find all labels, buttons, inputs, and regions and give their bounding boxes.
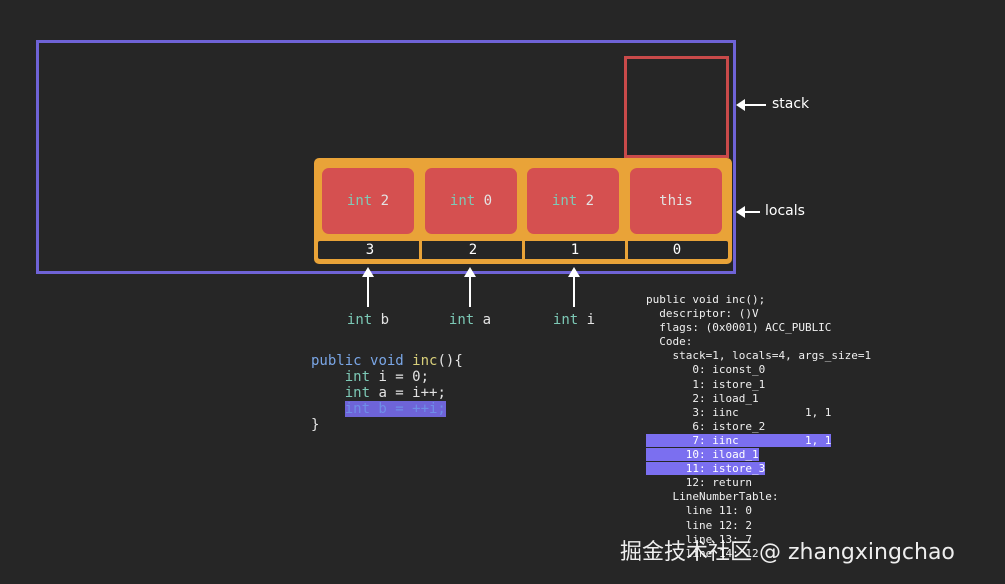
code-line: } [311, 417, 320, 433]
bytecode-line: 0: iconst_0 [646, 363, 766, 377]
slot-type: int [551, 193, 578, 209]
stack-frame [36, 40, 736, 274]
slot-index: 2 [468, 242, 478, 258]
divider [419, 241, 422, 259]
code-line: int a = i++; [344, 385, 446, 401]
local-slot-1: int 2 [527, 168, 619, 234]
code-line: int i = 0; [344, 369, 430, 385]
var-b-arrow [362, 267, 374, 307]
bytecode-line-highlighted: 10: iload_1 [646, 448, 759, 462]
bytecode-line: LineNumberTable: [646, 490, 779, 504]
slot-value: this [659, 193, 693, 209]
stack-arrow [736, 99, 766, 111]
bytecode-line: descriptor: ()V [646, 307, 759, 321]
slot-index: 3 [365, 242, 375, 258]
code-line-highlighted: int b = ++i; [344, 401, 446, 417]
divider [625, 241, 628, 259]
bytecode-line: line 14: 12 [646, 546, 759, 560]
code-line: public void inc(){ [311, 353, 463, 369]
bytecode-line-highlighted: 7: iinc 1, 1 [646, 433, 832, 447]
var-a-arrow [464, 267, 476, 307]
var-i-arrow [568, 267, 580, 307]
var-i-label: int i [552, 312, 596, 328]
operand-stack [624, 56, 729, 158]
bytecode-line: 12: return [646, 476, 752, 490]
watermark: 掘金技术社区 @ zhangxingchao [620, 540, 955, 565]
bytecode-line: flags: (0x0001) ACC_PUBLIC [646, 321, 832, 335]
slot-value: 2 [380, 193, 390, 209]
slot-value: 0 [483, 193, 493, 209]
bytecode-line: Code: [646, 335, 693, 349]
slot-index: 0 [672, 242, 682, 258]
bytecode-listing: public void inc(); descriptor: ()V flags… [646, 293, 871, 561]
bytecode-line: line 13: 7 [646, 532, 752, 546]
var-a-label: int a [448, 312, 492, 328]
stack-label: stack [772, 96, 810, 112]
locals-label: locals [765, 203, 805, 219]
bytecode-line: line 12: 2 [646, 518, 752, 532]
var-b-label: int b [346, 312, 390, 328]
slot-index: 1 [570, 242, 580, 258]
local-variable-table: int 2 int 0 int 2 this 3 2 1 0 [314, 158, 732, 264]
divider [522, 241, 525, 259]
locals-arrow [736, 206, 760, 218]
source-code: public void inc(){ int i = 0; int a = i+… [311, 353, 463, 433]
slot-value: 2 [585, 193, 595, 209]
local-slot-3: int 2 [322, 168, 414, 234]
bytecode-line: 2: iload_1 [646, 391, 759, 405]
bytecode-line: line 11: 0 [646, 504, 752, 518]
local-slot-0: this [630, 168, 722, 234]
bytecode-line: stack=1, locals=4, args_size=1 [646, 349, 872, 363]
bytecode-line: public void inc(); [646, 293, 766, 306]
local-slot-2: int 0 [425, 168, 517, 234]
bytecode-line: 3: iinc 1, 1 [646, 405, 832, 419]
slot-index-row: 3 2 1 0 [318, 241, 728, 259]
bytecode-line: 6: istore_2 [646, 419, 766, 433]
bytecode-line: 1: istore_1 [646, 377, 766, 391]
slot-type: int [346, 193, 373, 209]
bytecode-line-highlighted: 11: istore_3 [646, 462, 766, 476]
slot-type: int [449, 193, 476, 209]
